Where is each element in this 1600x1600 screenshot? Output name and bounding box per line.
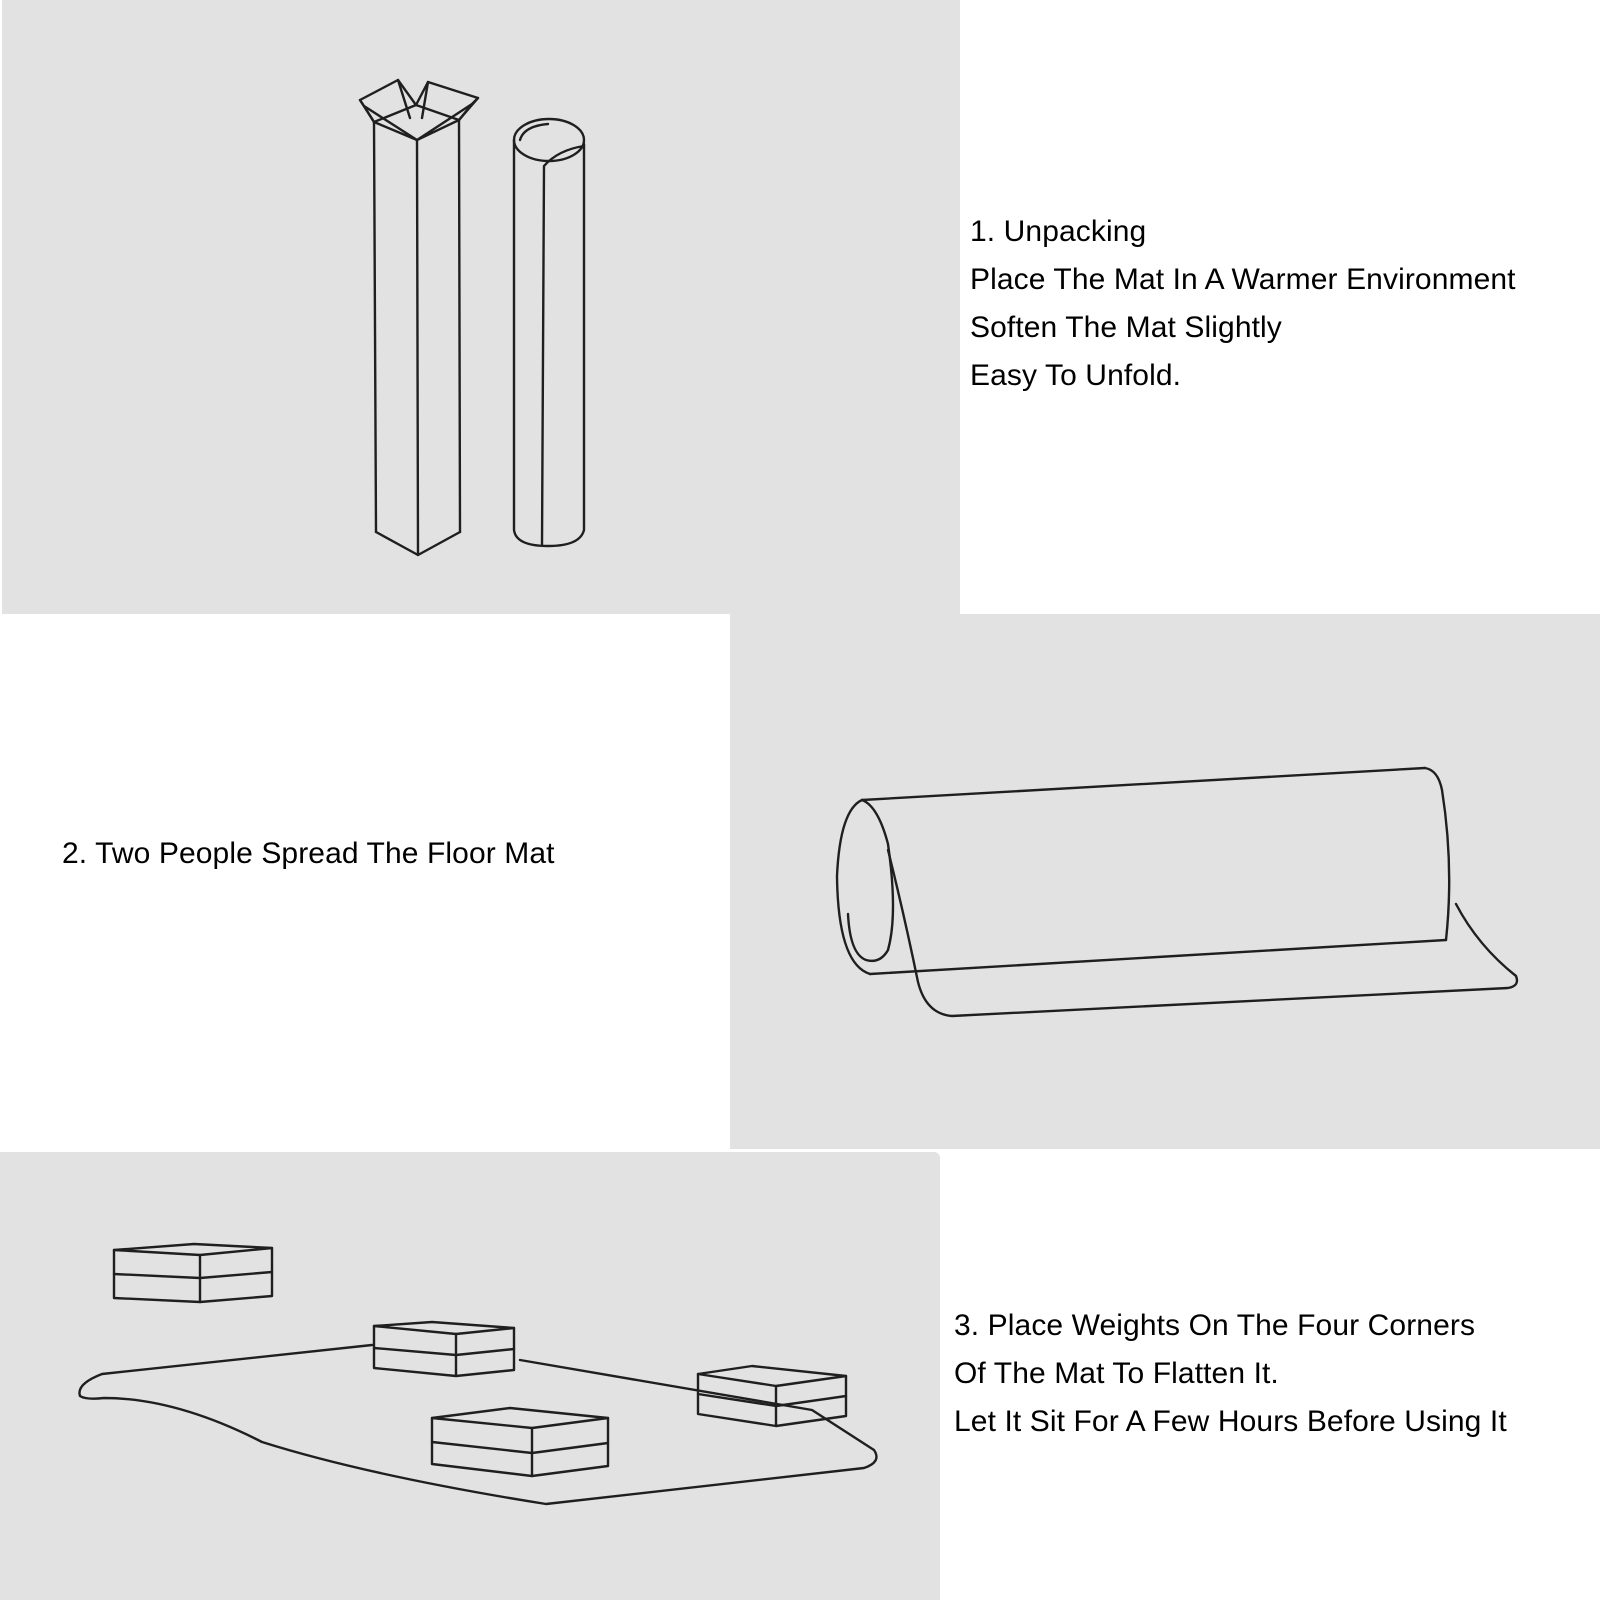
step-3-title: 3. Place Weights On The Four Corners <box>954 1309 1476 1342</box>
step-1-line-4: Easy To Unfold. <box>970 359 1182 392</box>
step-1-illustration-panel <box>2 0 960 614</box>
opened-box-drawing <box>358 78 480 557</box>
step-3-instructions: 3. Place Weights On The Four Corners Of … <box>954 1302 1507 1446</box>
step-1-title: 1. Unpacking <box>970 215 1147 248</box>
step-2-title: 2. Two People Spread The Floor Mat <box>62 837 555 870</box>
step-2-instructions: 2. Two People Spread The Floor Mat <box>62 830 555 878</box>
unrolling-mat-drawing <box>835 766 1519 1018</box>
box-and-roll-drawing <box>358 78 586 557</box>
weights-on-mat-drawing <box>78 1242 878 1506</box>
step-3-line-3: Let It Sit For A Few Hours Before Using … <box>954 1405 1507 1438</box>
weight-block-top-left <box>112 1242 274 1304</box>
rolled-mat-drawing <box>512 117 586 548</box>
step-1-line-2: Place The Mat In A Warmer Environment <box>970 263 1516 296</box>
step-3-line-2: Of The Mat To Flatten It. <box>954 1357 1279 1390</box>
step-1-line-3: Soften The Mat Slightly <box>970 311 1282 344</box>
step-1-instructions: 1. Unpacking Place The Mat In A Warmer E… <box>970 208 1516 400</box>
step-3-illustration-panel <box>0 1152 940 1600</box>
flat-mat-outline <box>78 1343 878 1506</box>
step-2-illustration-panel <box>730 614 1600 1149</box>
unrolling-mat <box>835 766 1519 1018</box>
weight-block-right-corner <box>696 1364 848 1428</box>
weight-block-back-corner <box>372 1320 516 1378</box>
weight-block-front-corner <box>430 1406 610 1478</box>
